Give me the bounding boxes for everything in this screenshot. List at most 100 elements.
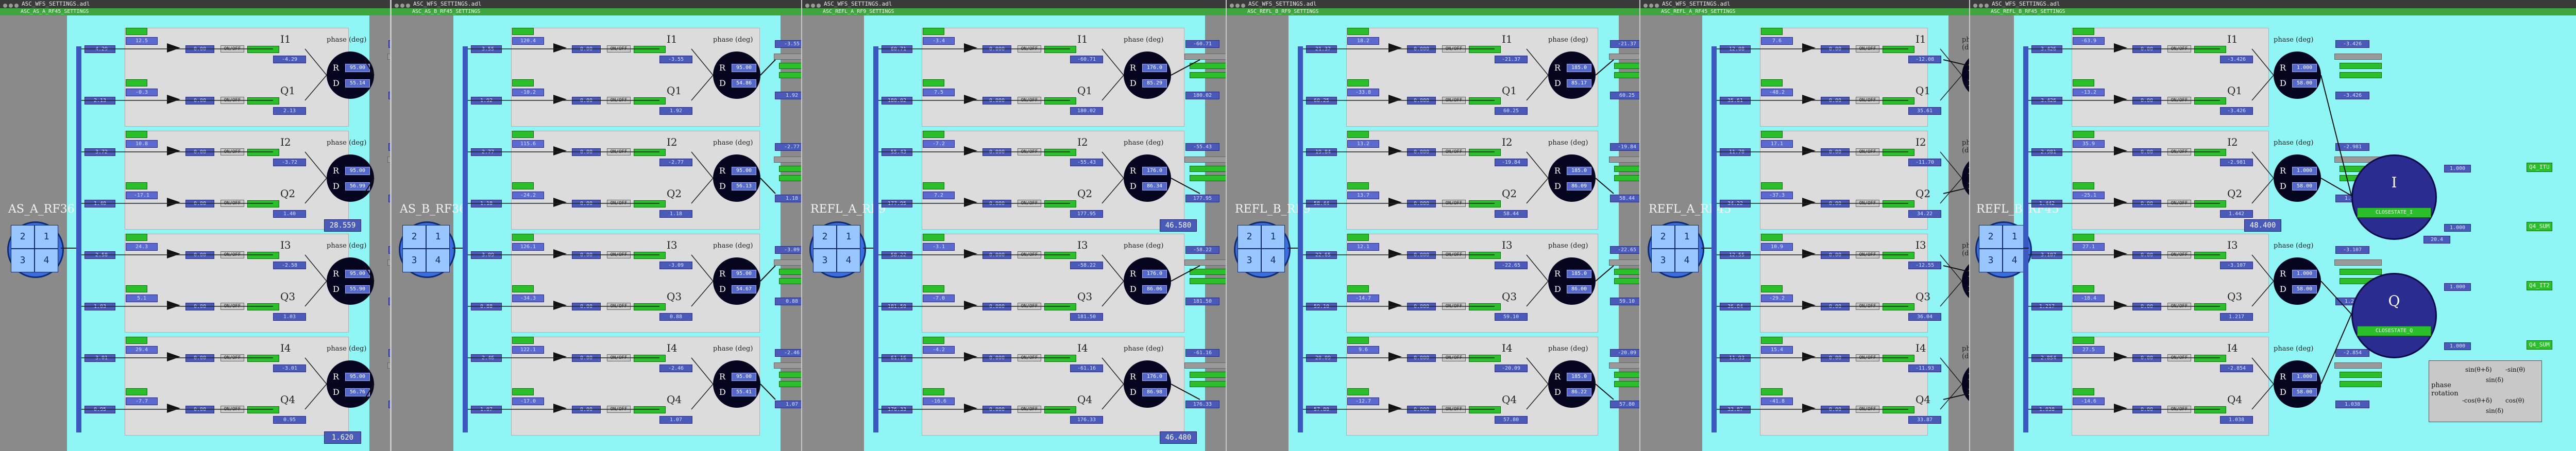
on-off-toggle[interactable]: ON/OFF <box>1856 200 1879 207</box>
input-offset-field[interactable]: 0.95 <box>84 406 115 413</box>
phase-reset-button[interactable] <box>1190 278 1226 284</box>
rotation-r-value[interactable]: 95.00 <box>732 373 756 381</box>
gain-field[interactable]: 0.00 <box>572 97 601 105</box>
phase-apply-button[interactable] <box>779 166 801 172</box>
input-offset-field[interactable]: 34.22 <box>1720 200 1751 207</box>
input-offset-field[interactable]: 1.03 <box>84 303 115 310</box>
rotation-d-value[interactable]: 58.00 <box>2292 285 2317 293</box>
setpoint-field[interactable]: -29.2 <box>1761 294 1793 302</box>
rotation-d-value[interactable]: 56.76 <box>345 388 370 396</box>
phase-reset-button[interactable] <box>1190 175 1226 181</box>
setpoint-field[interactable]: -12.7 <box>1347 397 1379 405</box>
rotation-d-value[interactable]: 86.22 <box>1567 388 1591 396</box>
input-offset-field[interactable]: 60.25 <box>1306 97 1337 105</box>
input-offset-field[interactable]: -2.77 <box>471 148 502 156</box>
input-offset-field[interactable]: 176.33 <box>882 406 912 413</box>
phase-apply-button[interactable] <box>2340 63 2382 69</box>
on-off-toggle[interactable]: ON/OFF <box>221 45 244 53</box>
phase-apply-button[interactable] <box>1190 372 1226 378</box>
input-offset-field[interactable]: -61.16 <box>882 354 912 362</box>
rotation-d-value[interactable]: 55.41 <box>732 388 756 396</box>
gain-field[interactable]: 0.000 <box>1407 45 1436 53</box>
setpoint-field[interactable]: -17.0 <box>512 397 544 405</box>
rotation-d-value[interactable]: 86.00 <box>1567 285 1591 293</box>
setpoint-field[interactable]: -7.0 <box>923 294 955 302</box>
rotation-d-value[interactable]: 56.13 <box>732 182 756 190</box>
window-control-icon[interactable] <box>1979 4 1983 8</box>
gain-field[interactable]: 0.00 <box>1821 148 1850 156</box>
phase-apply-button[interactable] <box>779 269 801 275</box>
on-off-toggle[interactable]: ON/OFF <box>607 148 631 155</box>
rotation-d-value[interactable]: 86.98 <box>1142 388 1167 396</box>
phase-reset-button[interactable] <box>779 381 801 387</box>
setpoint-field[interactable]: -7.2 <box>923 140 955 148</box>
phase-slider[interactable] <box>1609 157 1639 163</box>
phase-apply-button[interactable] <box>2340 372 2382 378</box>
window-titlebar[interactable]: ASC_WFS_SETTINGS.adl <box>1640 0 1969 8</box>
setpoint-field[interactable]: -3.4 <box>923 37 955 45</box>
window-control-icon[interactable] <box>406 4 410 8</box>
input-offset-field[interactable]: 180.02 <box>882 97 912 105</box>
phase-reset-button[interactable] <box>1614 72 1639 78</box>
rotation-r-value[interactable]: 185.0 <box>1567 373 1591 381</box>
gain-field[interactable]: 0.000 <box>982 200 1011 207</box>
gain-field[interactable]: 0.00 <box>2132 45 2161 53</box>
setpoint-field[interactable]: 12.5 <box>126 37 158 45</box>
gain-field[interactable]: 0.000 <box>982 97 1011 105</box>
on-off-toggle[interactable]: ON/OFF <box>1442 251 1466 258</box>
on-off-toggle[interactable]: ON/OFF <box>221 251 244 258</box>
input-offset-field[interactable]: 1.40 <box>84 200 115 207</box>
gain-field[interactable]: 0.00 <box>1821 251 1850 259</box>
input-offset-field[interactable]: 59.10 <box>1306 303 1337 310</box>
setpoint-field[interactable]: 24.3 <box>126 243 158 251</box>
input-offset-field[interactable]: -22.65 <box>1306 251 1337 259</box>
on-off-toggle[interactable]: ON/OFF <box>1018 45 1041 53</box>
window-titlebar[interactable]: ASC_WFS_SETTINGS.adl <box>1970 0 2576 8</box>
gain-field[interactable]: 0.00 <box>1821 406 1850 413</box>
phase-apply-button[interactable] <box>2340 269 2382 275</box>
setpoint-field[interactable]: 122.1 <box>512 346 544 354</box>
phase-reset-button[interactable] <box>779 278 801 284</box>
gain-field[interactable]: 0.00 <box>572 303 601 310</box>
input-offset-field[interactable]: 1.217 <box>2031 303 2062 310</box>
setpoint-field[interactable]: -18.4 <box>2073 294 2105 302</box>
phase-slider[interactable] <box>387 54 390 60</box>
setpoint-field[interactable]: -34.3 <box>512 294 544 302</box>
on-off-toggle[interactable]: ON/OFF <box>221 354 244 361</box>
phase-slider[interactable] <box>774 54 801 60</box>
phase-reset-button[interactable] <box>779 72 801 78</box>
window-control-icon[interactable] <box>1230 4 1234 8</box>
input-offset-field[interactable]: 58.44 <box>1306 200 1337 207</box>
output-gain-field[interactable]: 1.000 <box>2444 283 2471 291</box>
phase-slider[interactable] <box>2334 259 2382 266</box>
setpoint-field[interactable]: -17.1 <box>126 192 158 199</box>
output-gain-field[interactable]: 1.000 <box>2444 342 2471 350</box>
setpoint-field[interactable]: -14.7 <box>1347 294 1379 302</box>
rotation-r-value[interactable]: 185.0 <box>1567 270 1591 278</box>
rotation-r-value[interactable]: 185.0 <box>1567 64 1591 72</box>
on-off-toggle[interactable]: ON/OFF <box>1442 45 1466 53</box>
rotation-r-value[interactable]: 1.000 <box>2292 64 2317 72</box>
phase-apply-button[interactable] <box>1190 269 1226 275</box>
gain-field[interactable]: 0.00 <box>572 406 601 413</box>
rotation-d-value[interactable]: 58.00 <box>2292 388 2317 396</box>
phase-reset-button[interactable] <box>779 175 801 181</box>
rotation-r-value[interactable]: 1.000 <box>2292 373 2317 381</box>
phase-apply-button[interactable] <box>1614 166 1639 172</box>
window-control-icon[interactable] <box>811 4 815 8</box>
setpoint-field[interactable]: -16.6 <box>923 397 955 405</box>
phase-apply-button[interactable] <box>779 372 801 378</box>
input-offset-field[interactable]: 35.61 <box>1720 97 1751 105</box>
rotation-d-value[interactable]: 58.00 <box>2292 79 2317 88</box>
on-off-toggle[interactable]: ON/OFF <box>2167 97 2191 104</box>
window-control-icon[interactable] <box>9 4 13 8</box>
setpoint-field[interactable]: 13.2 <box>1347 140 1379 148</box>
